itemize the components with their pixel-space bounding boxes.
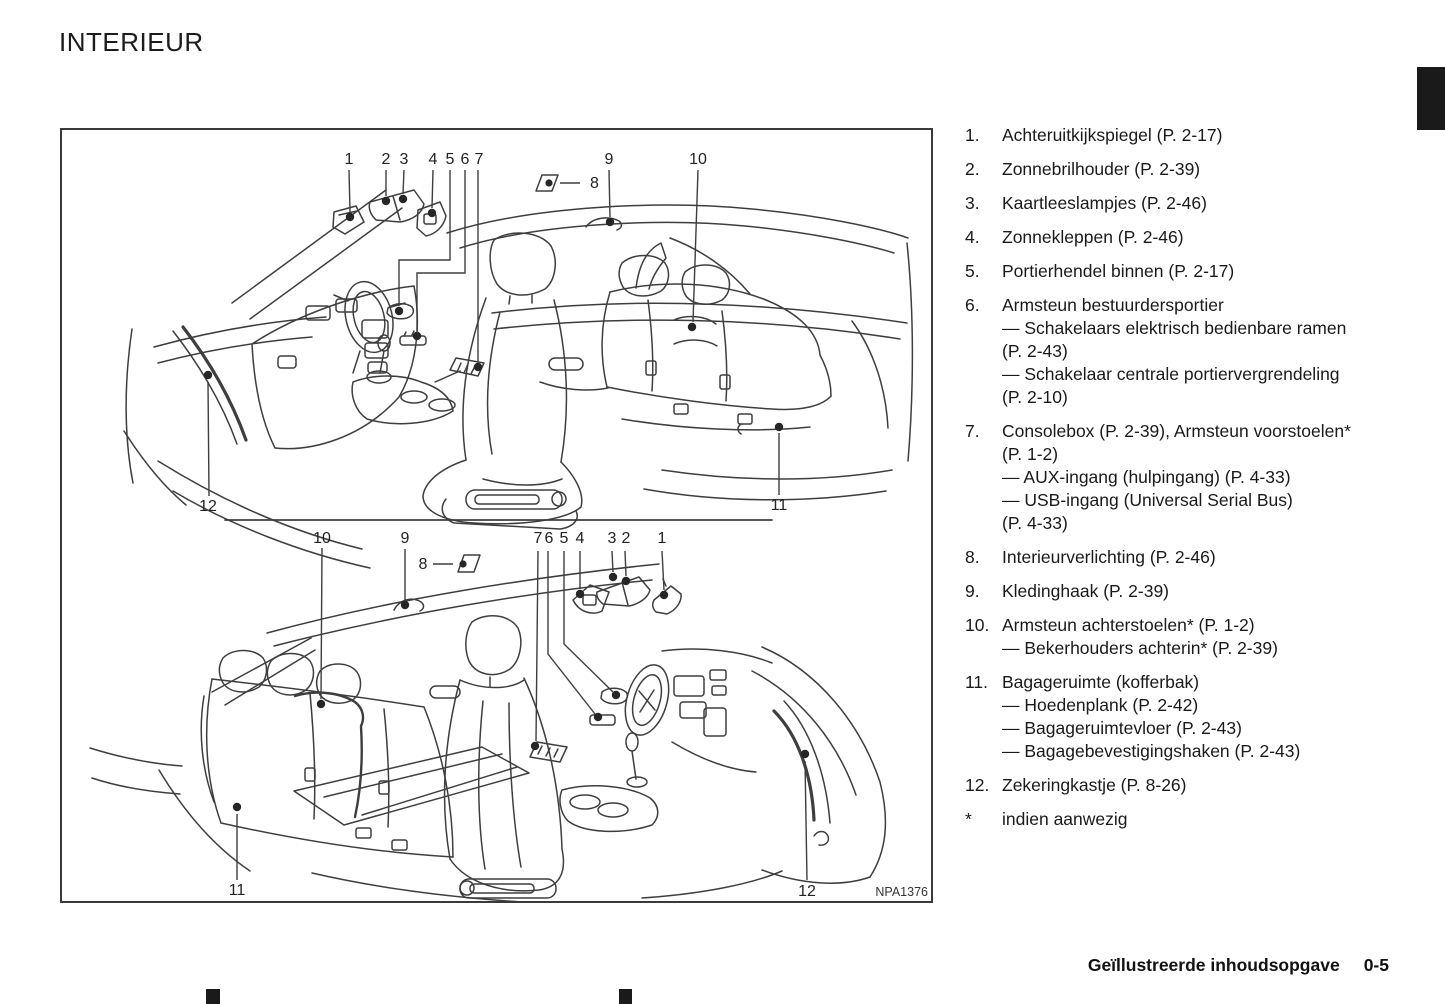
list-item-line: Kaartleeslampjes (P. 2-46)	[1002, 193, 1207, 213]
list-item-line: Bagageruimte (kofferbak)	[1002, 672, 1200, 692]
top-callout-labels: 1 2 3 4 5 6 7 8 9 10 12 11	[199, 151, 787, 515]
section-thumb-tab	[1417, 67, 1445, 130]
list-item-line: — AUX-ingang (hulpingang) (P. 4-33)	[1002, 467, 1291, 487]
callout-label: 5	[446, 151, 455, 168]
list-item-line: (P. 4-33)	[1002, 513, 1068, 533]
callout-label: 10	[313, 530, 331, 547]
top-drawing-front-interior	[123, 174, 914, 569]
footnote-asterisk: *	[965, 809, 972, 829]
interior-figure: 1 2 3 4 5 6 7 8 9 10 12 11 10 9 8 7 6 5 …	[60, 128, 933, 903]
figure-code: NPA1376	[875, 885, 928, 899]
callout-label: 2	[622, 530, 631, 547]
callout-label: 7	[534, 530, 543, 547]
list-item-footnote: * indien aanwezig	[965, 808, 1401, 831]
callout-label: 3	[608, 530, 617, 547]
list-item-line: Zonnekleppen (P. 2-46)	[1002, 227, 1184, 247]
list-item-number: 1.	[965, 125, 980, 145]
bottom-index-mark	[206, 989, 220, 1004]
parts-list: 1. Achteruitkijkspiegel (P. 2-17) 2. Zon…	[965, 124, 1401, 842]
list-item: 6. Armsteun bestuurdersportier — Schakel…	[965, 294, 1401, 409]
bottom-index-mark	[619, 989, 632, 1004]
callout-label: 10	[689, 151, 707, 168]
list-item: 9. Kledinghaak (P. 2-39)	[965, 580, 1401, 603]
list-item-line: Zonnebrilhouder (P. 2-39)	[1002, 159, 1201, 179]
list-item-line: Consolebox (P. 2-39), Armsteun voorstoel…	[1002, 421, 1351, 441]
list-item-line: Armsteun bestuurdersportier	[1002, 295, 1224, 315]
list-item-line: — Bagageruimtevloer (P. 2-43)	[1002, 718, 1242, 738]
list-item: 11. Bagageruimte (kofferbak) — Hoedenpla…	[965, 671, 1401, 763]
list-item-line: (P. 1-2)	[1002, 444, 1059, 464]
callout-label: 12	[199, 498, 217, 515]
bottom-callout-dots	[232, 560, 810, 812]
list-item: 5. Portierhendel binnen (P. 2-17)	[965, 260, 1401, 283]
callout-label: 8	[419, 556, 428, 573]
list-item: 1. Achteruitkijkspiegel (P. 2-17)	[965, 124, 1401, 147]
list-item-line: Achteruitkijkspiegel (P. 2-17)	[1002, 125, 1223, 145]
footnote-text: indien aanwezig	[1002, 809, 1128, 829]
page-footer: Geïllustreerde inhoudsopgave 0-5	[1088, 955, 1389, 976]
callout-label: 6	[545, 530, 554, 547]
callout-label: 4	[576, 530, 585, 547]
list-item: 10. Armsteun achterstoelen* (P. 1-2) — B…	[965, 614, 1401, 660]
list-item-line: — Bagagebevestigingshaken (P. 2-43)	[1002, 741, 1301, 761]
list-item: 3. Kaartleeslampjes (P. 2-46)	[965, 192, 1401, 215]
list-item-number: 7.	[965, 421, 980, 441]
top-callout-dots	[203, 179, 784, 432]
callout-label: 2	[382, 151, 391, 168]
callout-label: 9	[401, 530, 410, 547]
list-item-line: Portierhendel binnen (P. 2-17)	[1002, 261, 1235, 281]
list-item: 7. Consolebox (P. 2-39), Armsteun voorst…	[965, 420, 1401, 535]
list-item-line: — Schakelaars elektrisch bedienbare rame…	[1002, 318, 1347, 338]
list-item-number: 2.	[965, 159, 980, 179]
list-item-line: (P. 2-10)	[1002, 387, 1068, 407]
callout-label: 1	[345, 151, 354, 168]
interior-diagram: 1 2 3 4 5 6 7 8 9 10 12 11 10 9 8 7 6 5 …	[89, 151, 928, 901]
list-item-line: — Bekerhouders achterin* (P. 2-39)	[1002, 638, 1278, 658]
list-item-number: 5.	[965, 261, 980, 281]
list-item-number: 6.	[965, 295, 980, 315]
list-item: 8. Interieurverlichting (P. 2-46)	[965, 546, 1401, 569]
bottom-drawing-rear-interior	[89, 554, 887, 901]
list-item-line: — Hoedenplank (P. 2-42)	[1002, 695, 1199, 715]
list-item-line: Interieurverlichting (P. 2-46)	[1002, 547, 1216, 567]
list-item-line: — USB-ingang (Universal Serial Bus)	[1002, 490, 1293, 510]
page-title: INTERIEUR	[59, 27, 204, 57]
callout-label: 1	[658, 530, 667, 547]
callout-label: 11	[771, 497, 788, 514]
list-item-line: — Schakelaar centrale portiervergrendeli…	[1002, 364, 1340, 384]
list-item-number: 12.	[965, 775, 990, 795]
callout-label: 3	[400, 151, 409, 168]
list-item-line: (P. 2-43)	[1002, 341, 1068, 361]
callout-label: 12	[798, 883, 816, 900]
list-item-line: Armsteun achterstoelen* (P. 1-2)	[1002, 615, 1255, 635]
callout-label: 9	[605, 151, 614, 168]
bottom-callout-leaders	[236, 547, 808, 881]
list-item-number: 4.	[965, 227, 980, 247]
bottom-callout-labels: 10 9 8 7 6 5 4 3 2 1 11 12	[229, 530, 816, 900]
list-item-line: Zekeringkastje (P. 8-26)	[1002, 775, 1187, 795]
callout-label: 11	[229, 882, 246, 899]
list-item-number: 10.	[965, 615, 990, 635]
callout-label: 8	[590, 175, 599, 192]
list-item-line: Kledinghaak (P. 2-39)	[1002, 581, 1170, 601]
list-item-number: 3.	[965, 193, 980, 213]
list-item-number: 9.	[965, 581, 980, 601]
list-item: 4. Zonnekleppen (P. 2-46)	[965, 226, 1401, 249]
footer-page-number: 0-5	[1363, 955, 1389, 975]
top-callout-leaders	[207, 169, 780, 497]
list-item-number: 8.	[965, 547, 980, 567]
callout-label: 6	[461, 151, 470, 168]
callout-label: 5	[560, 530, 569, 547]
list-item: 12. Zekeringkastje (P. 8-26)	[965, 774, 1401, 797]
list-item: 2. Zonnebrilhouder (P. 2-39)	[965, 158, 1401, 181]
callout-label: 4	[429, 151, 438, 168]
callout-label: 7	[475, 151, 484, 168]
footer-section-title: Geïllustreerde inhoudsopgave	[1087, 955, 1340, 975]
list-item-number: 11.	[965, 672, 989, 692]
